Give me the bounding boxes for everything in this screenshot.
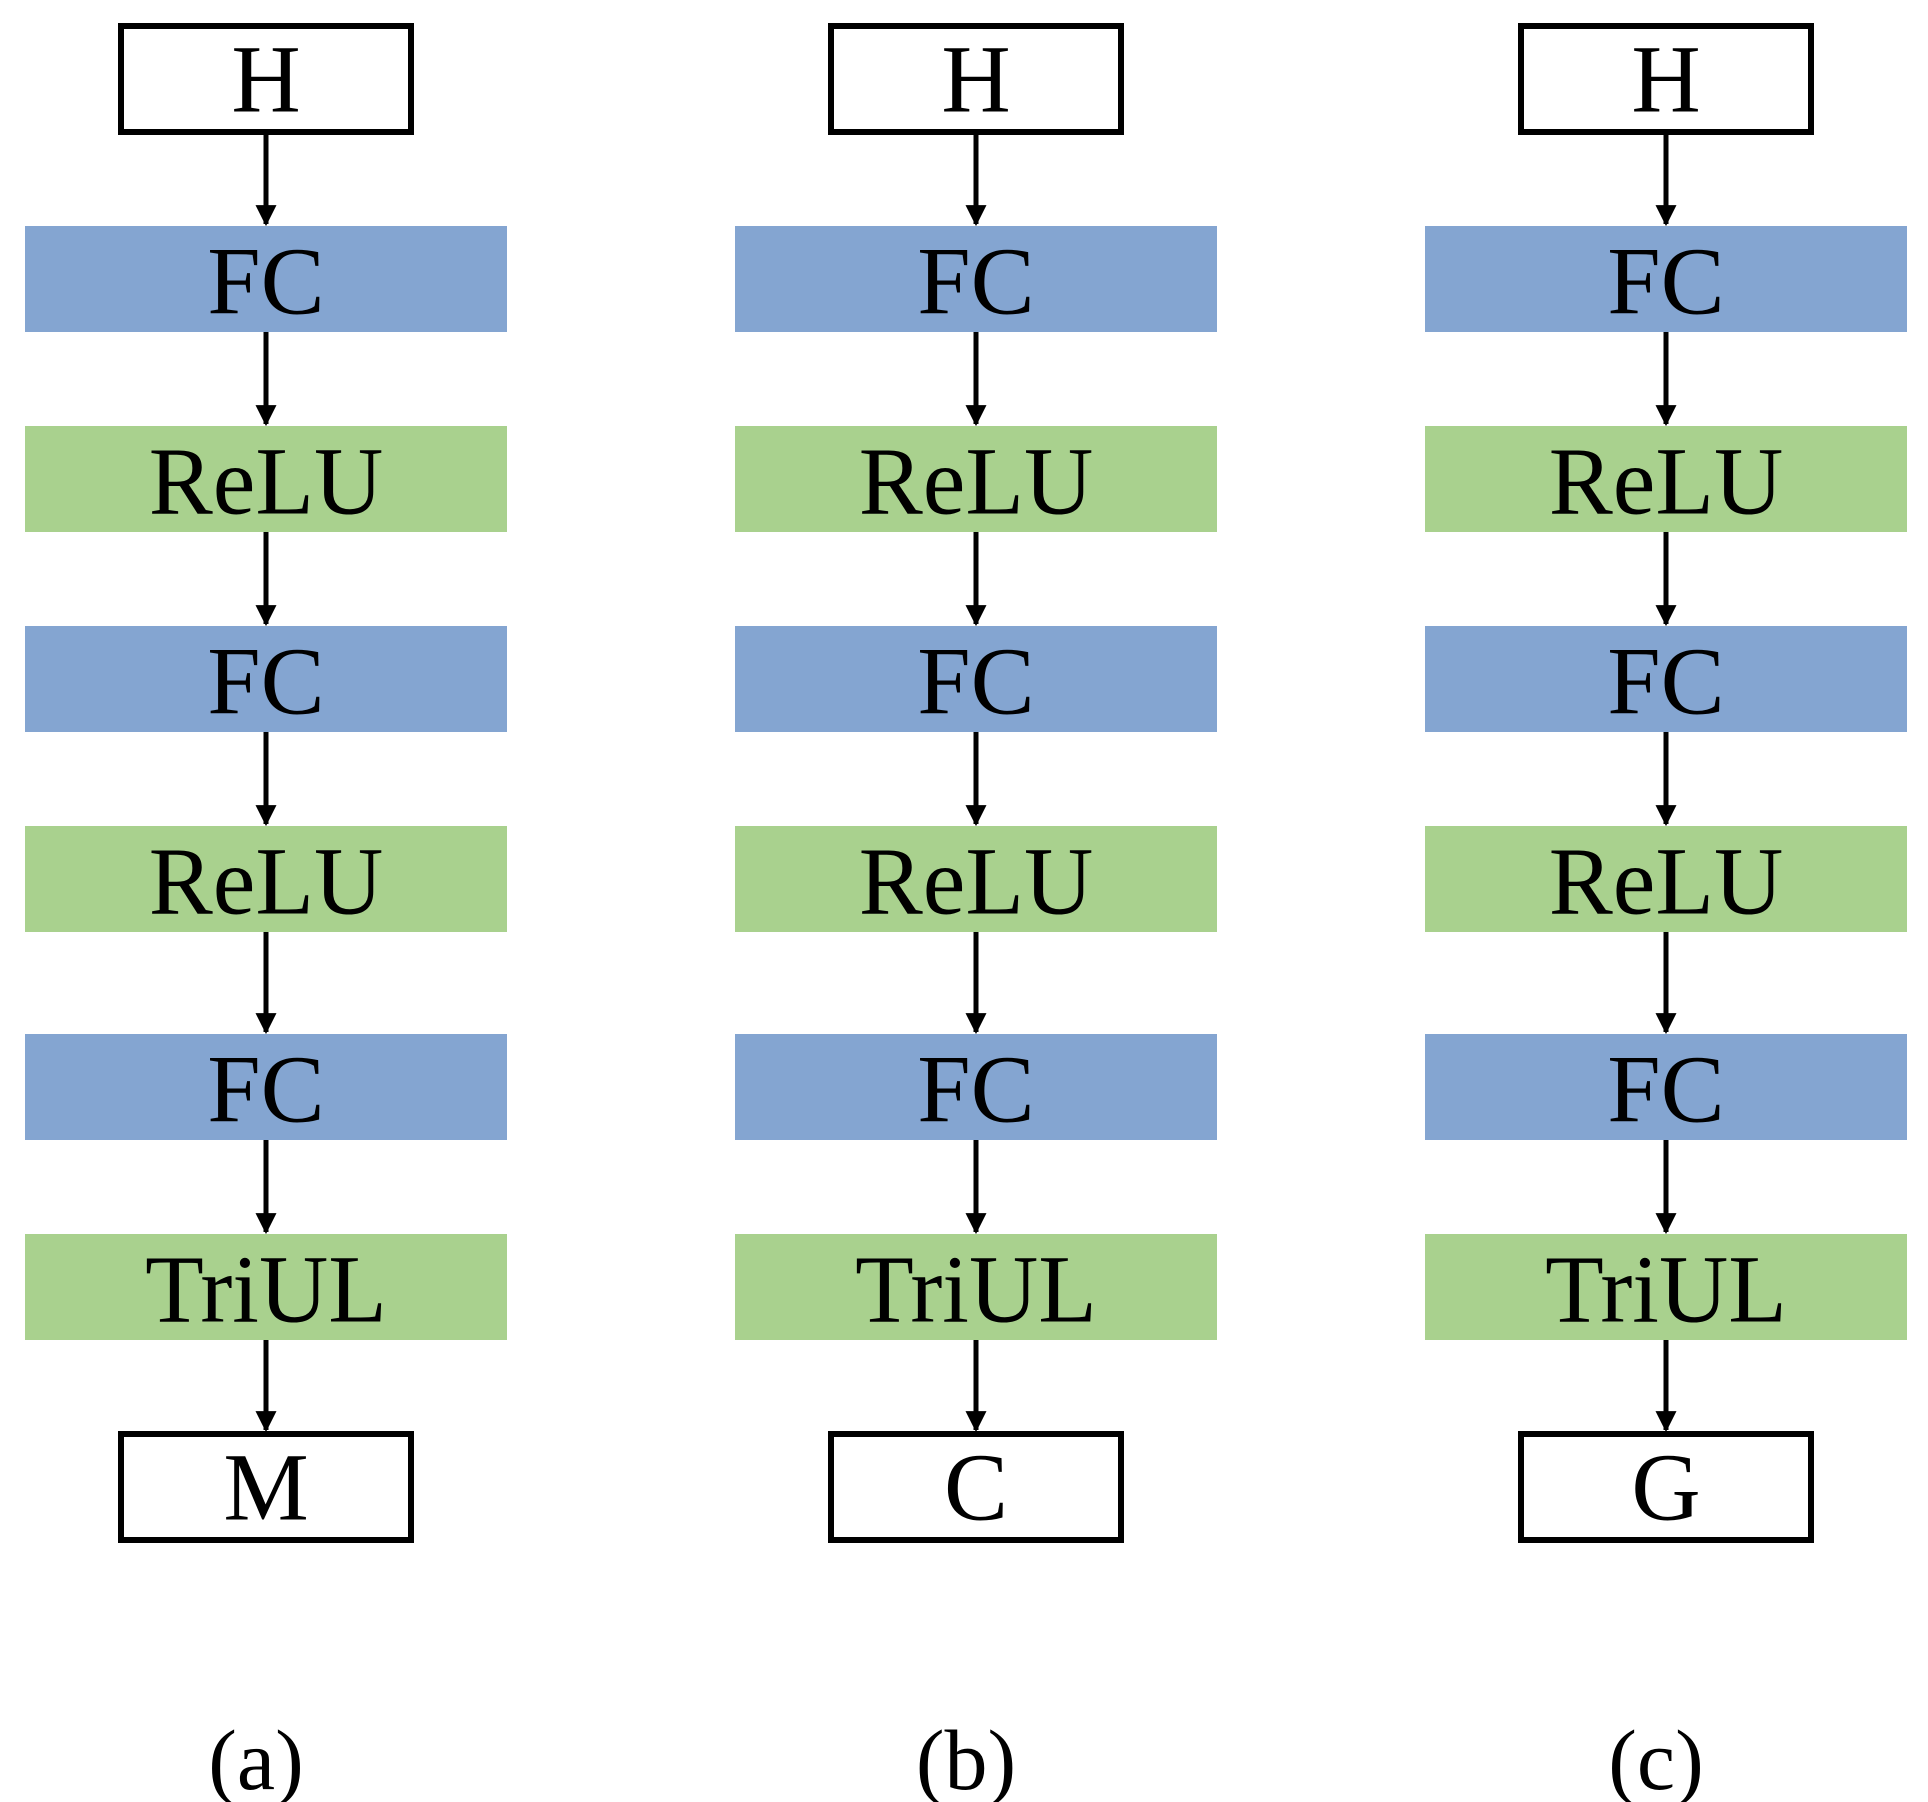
fc-layer-block xyxy=(25,626,507,732)
input-label: H xyxy=(1631,26,1700,133)
layer-label: ReLU xyxy=(1549,828,1784,935)
activation-layer-block xyxy=(735,426,1217,532)
layer-label: FC xyxy=(917,1036,1034,1143)
column-1: H FC ReLU FC ReLU FC TriUL M (a) xyxy=(25,23,507,1802)
input-box xyxy=(828,23,1124,135)
layer-label: ReLU xyxy=(149,828,384,935)
subfigure-caption: (c) xyxy=(1608,1712,1703,1802)
column-2: H FC ReLU FC ReLU FC TriUL C (b) xyxy=(735,23,1217,1802)
fc-layer-block xyxy=(735,226,1217,332)
input-label: H xyxy=(941,26,1010,133)
input-box xyxy=(1518,23,1814,135)
activation-layer-block xyxy=(25,826,507,932)
layer-label: ReLU xyxy=(859,428,1094,535)
layer-label: ReLU xyxy=(1549,428,1784,535)
layer-label: TriUL xyxy=(145,1236,387,1343)
output-box xyxy=(118,1431,414,1543)
output-label: M xyxy=(223,1434,308,1541)
subfigure-caption: (b) xyxy=(916,1712,1016,1802)
fc-layer-block xyxy=(25,1034,507,1140)
input-label: H xyxy=(231,26,300,133)
layer-label: FC xyxy=(1607,228,1724,335)
layer-label: FC xyxy=(207,228,324,335)
fc-layer-block xyxy=(735,1034,1217,1140)
column-3: H FC ReLU FC ReLU FC TriUL G (c) xyxy=(1425,23,1907,1802)
layer-label: FC xyxy=(207,1036,324,1143)
layer-label: FC xyxy=(1607,1036,1724,1143)
output-box xyxy=(1518,1431,1814,1543)
fc-layer-block xyxy=(1425,226,1907,332)
fc-layer-block xyxy=(1425,626,1907,732)
layer-label: FC xyxy=(207,628,324,735)
input-box xyxy=(118,23,414,135)
activation-layer-block xyxy=(1425,826,1907,932)
layer-label: TriUL xyxy=(1545,1236,1787,1343)
output-label: G xyxy=(1631,1434,1700,1541)
subfigure-caption: (a) xyxy=(208,1712,303,1802)
layer-label: ReLU xyxy=(149,428,384,535)
layer-label: FC xyxy=(917,228,1034,335)
fc-layer-block xyxy=(25,226,507,332)
layer-label: FC xyxy=(917,628,1034,735)
activation-layer-block xyxy=(25,1234,507,1340)
fc-layer-block xyxy=(1425,1034,1907,1140)
output-box xyxy=(828,1431,1124,1543)
activation-layer-block xyxy=(735,826,1217,932)
activation-layer-block xyxy=(735,1234,1217,1340)
activation-layer-block xyxy=(1425,426,1907,532)
layer-label: TriUL xyxy=(855,1236,1097,1343)
layer-label: FC xyxy=(1607,628,1724,735)
activation-layer-block xyxy=(1425,1234,1907,1340)
activation-layer-block xyxy=(25,426,507,532)
output-label: C xyxy=(944,1434,1008,1541)
fc-layer-block xyxy=(735,626,1217,732)
layer-label: ReLU xyxy=(859,828,1094,935)
